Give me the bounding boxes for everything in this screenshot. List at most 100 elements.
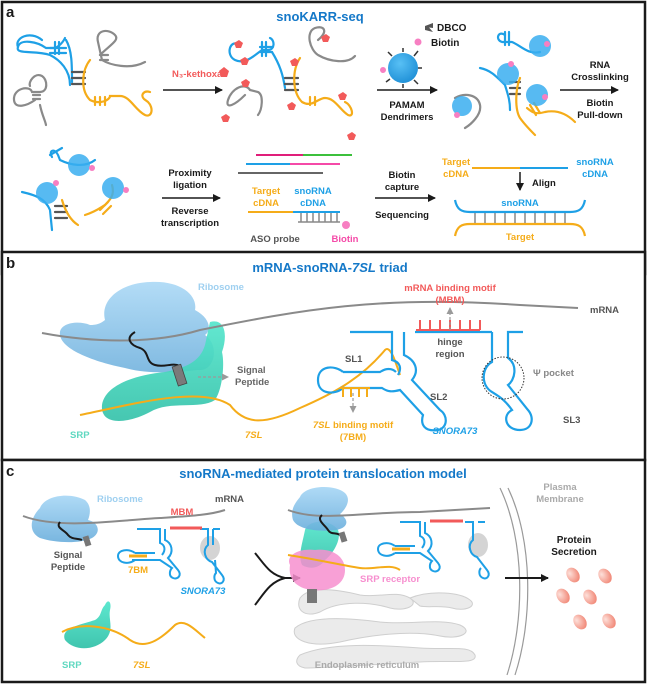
snora73-mini-right — [376, 521, 490, 580]
target-cdna-label-2: cDNA — [253, 198, 279, 209]
biotin-dot — [123, 187, 129, 193]
7bm-label-1: 7SL binding motif — [313, 420, 394, 431]
srp-shape-c — [64, 601, 111, 649]
dendrimer-bead — [526, 84, 548, 106]
dbco-icon — [425, 23, 433, 32]
mrna-strand — [41, 300, 579, 342]
psi-pocket-circle — [481, 356, 525, 400]
srp-label: SRP — [70, 430, 90, 441]
dendrimer-bead — [68, 154, 90, 176]
align-snorna-cdna-1: snoRNA — [576, 157, 614, 168]
er-label: Endoplasmic reticulum — [315, 660, 420, 671]
ligation-label-2: ligation — [173, 180, 207, 191]
kethoxal-label: N₃-kethoxal — [172, 69, 225, 80]
rt-label-2: transcription — [161, 218, 219, 229]
aso-probe-label: ASO probe — [250, 234, 300, 245]
snorna-target-duplex — [453, 199, 587, 237]
crosslink-label-1: RNA — [590, 60, 611, 71]
srp-label-c: SRP — [62, 660, 82, 671]
7bm-rest: binding motif — [330, 420, 394, 431]
mrna-label-c: mRNA — [215, 494, 244, 505]
plasma-membrane-label-1: Plasma — [543, 482, 577, 493]
title-prefix: mRNA-snoRNA- — [252, 260, 352, 275]
mrna-strand-docked — [287, 507, 491, 517]
ribosome-label-c: Ribosome — [97, 494, 143, 505]
dendrimer-bead — [102, 177, 124, 199]
mbm-label-c: MBM — [171, 507, 194, 518]
secretion-label-1: Protein — [557, 535, 591, 546]
nascent-peptide-c — [57, 521, 83, 541]
ligation-label-1: Proximity — [168, 168, 212, 179]
title-italic: 7SL — [352, 260, 376, 275]
capture-label-1: Biotin — [389, 170, 416, 181]
secreted-proteins — [556, 567, 616, 630]
srp-receptor-label: SRP receptor — [360, 574, 420, 585]
biotin-dot — [454, 112, 460, 118]
ribosome-shape-docked — [292, 487, 348, 531]
plasma-membrane-label-2: Membrane — [536, 494, 584, 505]
mbm-label-2: (MBM) — [435, 295, 464, 306]
secreted-protein — [602, 613, 616, 629]
sl2-label: SL2 — [430, 392, 447, 403]
signal-peptide-label-2: Peptide — [235, 377, 269, 388]
ribosome-shape — [59, 281, 214, 373]
mrna-strand-c — [22, 509, 226, 525]
captured-complexes — [453, 30, 577, 137]
7sl-strand-docked — [287, 554, 401, 571]
secreted-protein — [566, 567, 580, 583]
signal-peptide-label-1: Signal — [237, 365, 266, 376]
secreted-protein — [583, 589, 597, 605]
panel-b-title: mRNA-snoRNA-7SL triad — [252, 260, 407, 275]
sl1-label: SL1 — [345, 354, 363, 365]
rt-label-1: Reverse — [172, 206, 209, 217]
dendrimer-bead — [529, 35, 551, 57]
plasma-membrane-outer — [507, 487, 529, 676]
biotin-dot — [542, 94, 548, 100]
7sl-strand-c — [61, 621, 206, 645]
psi-pocket-label: Ψ pocket — [533, 368, 575, 379]
snora73-label: SNORA73 — [433, 426, 479, 437]
biotin-dot — [508, 61, 514, 67]
kethoxal-adducts — [221, 34, 356, 140]
rna-complex-labeled — [226, 26, 357, 117]
dendrimer-label-2: Dendrimers — [381, 112, 434, 123]
pulldown-label-1: Biotin — [587, 98, 614, 109]
dendrimer-bead — [36, 182, 58, 204]
align-label: Align — [532, 178, 556, 189]
secretion-label-2: Secretion — [551, 547, 597, 558]
legend-dbco-label: DBCO — [437, 23, 467, 34]
biotin-dot — [544, 41, 550, 47]
sl3-label: SL3 — [563, 415, 580, 426]
7sl-label: 7SL — [245, 430, 263, 441]
secreted-protein — [598, 568, 612, 584]
panel-a-letter: a — [6, 4, 15, 21]
duplex-snorna-label: snoRNA — [501, 198, 539, 209]
panel-c-title: snoRNA-mediated protein translocation mo… — [179, 466, 466, 481]
dendrimer-label-1: PAMAM — [389, 100, 424, 111]
target-cdna-label-1: Target — [252, 186, 281, 197]
biotin-label: Biotin — [332, 234, 359, 245]
plasma-membrane-inner — [499, 487, 521, 676]
kethoxal-pentagon-icon — [219, 67, 229, 77]
duplex-target-label: Target — [506, 232, 535, 243]
signal-peptide-block — [171, 363, 188, 387]
dendrimer-bead — [452, 96, 472, 116]
snora73-label-c: SNORA73 — [181, 586, 227, 597]
mbm-label-1: mRNA binding motif — [404, 283, 496, 294]
biotin-dot — [53, 180, 59, 186]
7bm-pairing — [340, 387, 370, 397]
aso-probe — [298, 213, 340, 223]
align-target-cdna-1: Target — [442, 157, 471, 168]
psi-pocket-protein — [200, 536, 220, 560]
panel-a-title: snoKARR-seq — [276, 9, 363, 24]
rna-complex-initial — [12, 29, 153, 127]
snora73-structure — [316, 330, 533, 432]
capture-label-2: capture — [385, 182, 419, 193]
nascent-peptide — [128, 331, 181, 367]
snorna-cdna-label-2: cDNA — [300, 198, 326, 209]
signal-peptide-block-c — [82, 535, 92, 547]
nascent-peptide-docked — [319, 514, 341, 536]
biotin-dot-icon — [414, 38, 422, 46]
snorna-cdna-label-1: snoRNA — [294, 186, 332, 197]
